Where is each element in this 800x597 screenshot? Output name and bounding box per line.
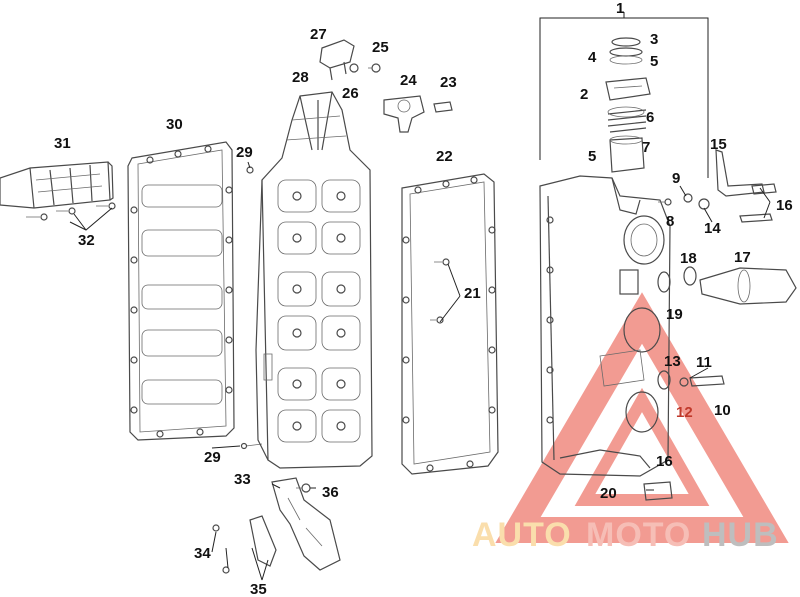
callout-15: 15 bbox=[710, 136, 727, 153]
callout-33: 33 bbox=[234, 471, 251, 488]
part-1-housing bbox=[539, 175, 671, 477]
callout-7: 7 bbox=[642, 139, 650, 156]
part-18-seal bbox=[683, 266, 697, 286]
part-24-valve bbox=[383, 95, 425, 133]
callout-29-bottom: 29 bbox=[204, 449, 221, 466]
part-15-hose bbox=[715, 149, 765, 197]
part-12-washer bbox=[679, 377, 689, 387]
part-16-screws bbox=[739, 183, 777, 223]
part-17-filter bbox=[699, 267, 797, 305]
part-21-bolts bbox=[430, 258, 450, 324]
callout-18: 18 bbox=[680, 250, 697, 267]
callout-16-lower: 16 bbox=[656, 453, 673, 470]
callout-32: 32 bbox=[78, 232, 95, 249]
callout-35: 35 bbox=[250, 581, 267, 597]
callout-29-top: 29 bbox=[236, 144, 253, 161]
callout-11: 11 bbox=[696, 354, 712, 371]
part-19-oring bbox=[657, 271, 671, 293]
part-1-assembly-bracket bbox=[539, 12, 709, 178]
callout-2: 2 bbox=[580, 86, 588, 103]
callout-10: 10 bbox=[714, 402, 731, 419]
part-28-housing bbox=[255, 91, 373, 469]
callout-20: 20 bbox=[600, 485, 617, 502]
part-7-sleeve bbox=[609, 135, 645, 173]
callout-27: 27 bbox=[310, 26, 327, 43]
callout-23: 23 bbox=[440, 74, 457, 91]
watermark-text-auto: AUTO bbox=[472, 516, 572, 554]
callout-22: 22 bbox=[436, 148, 453, 165]
part-3-cap bbox=[611, 37, 641, 47]
part-34-bolts bbox=[212, 524, 230, 574]
watermark-text-hub: HUB bbox=[702, 516, 779, 554]
callout-4: 4 bbox=[588, 49, 597, 66]
part-14-ring bbox=[698, 198, 710, 210]
part-31-bracket bbox=[0, 161, 114, 209]
callout-21: 21 bbox=[464, 285, 481, 302]
part-13-gasket bbox=[657, 370, 671, 390]
watermark-text-moto: MOTO bbox=[586, 516, 691, 554]
part-27-sensor bbox=[319, 39, 355, 81]
part-9-washer bbox=[683, 193, 693, 203]
callout-6: 6 bbox=[646, 109, 654, 126]
part-23-bolt bbox=[433, 101, 453, 113]
part-6-spring bbox=[607, 106, 647, 133]
callout-labels: 1 3 4 5 2 6 7 5 9 8 14 15 16 17 18 19 13… bbox=[54, 0, 793, 597]
callout-1: 1 bbox=[616, 0, 624, 17]
part-32-screws bbox=[26, 202, 116, 221]
callout-26: 26 bbox=[342, 85, 359, 102]
callout-8: 8 bbox=[666, 213, 674, 230]
callout-5-top: 5 bbox=[650, 53, 658, 70]
callout-25: 25 bbox=[372, 39, 389, 56]
callout-17: 17 bbox=[734, 249, 751, 266]
callout-3: 3 bbox=[650, 31, 658, 48]
callout-12: 12 bbox=[676, 404, 693, 421]
callout-31: 31 bbox=[54, 135, 71, 152]
callout-9: 9 bbox=[672, 170, 680, 187]
callout-19: 19 bbox=[666, 306, 683, 323]
leader-lines bbox=[69, 161, 771, 581]
part-4-5-seals bbox=[609, 47, 643, 65]
callout-28: 28 bbox=[292, 69, 309, 86]
callout-14: 14 bbox=[704, 220, 721, 237]
part-8-bolt bbox=[658, 198, 672, 206]
part-20-bolt bbox=[643, 481, 673, 501]
watermark-logo: AUTO MOTO HUB bbox=[472, 292, 789, 554]
part-29-pins bbox=[240, 166, 263, 450]
callout-16-right: 16 bbox=[776, 197, 793, 214]
part-30-cover-plate bbox=[127, 141, 235, 441]
callout-30: 30 bbox=[166, 116, 183, 133]
callout-5-mid: 5 bbox=[588, 148, 596, 165]
callout-24: 24 bbox=[400, 72, 417, 89]
part-25-screw bbox=[368, 63, 381, 73]
callout-13: 13 bbox=[664, 353, 681, 370]
callout-36: 36 bbox=[322, 484, 339, 501]
callout-34: 34 bbox=[194, 545, 211, 562]
part-11-bolt bbox=[689, 375, 725, 387]
part-22-gasket bbox=[401, 173, 499, 475]
part-26-washer bbox=[349, 63, 359, 73]
part-2-piston bbox=[605, 77, 651, 101]
part-33-bracket bbox=[249, 477, 341, 571]
